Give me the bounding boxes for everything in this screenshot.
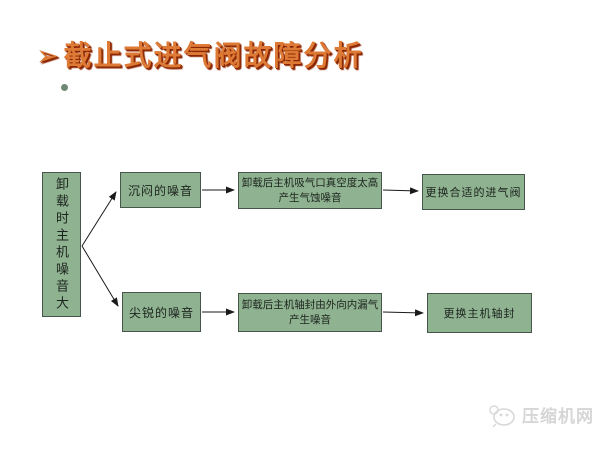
watermark: 压缩机网: [486, 402, 594, 427]
title-arrow-bullet: ➢: [36, 40, 62, 71]
flow-symptom2-label: 尖锐的噪音: [128, 305, 194, 320]
flow-cause1-label: 卸载后主机吸气口真空度太高产生气蚀噪音: [241, 177, 379, 204]
flow-solution2-label: 更换主机轴封: [443, 308, 516, 320]
flow-cause2-label: 卸载后主机轴封由外向内漏气产生噪音: [241, 299, 379, 326]
compressor-site-logo-icon: [489, 404, 515, 427]
flow-symptom1-label: 沉闷的噪音: [127, 183, 193, 198]
flow-symptom1-box: 沉闷的噪音: [120, 172, 201, 208]
flow-solution1-label: 更换合适的进气阀: [425, 187, 522, 199]
connector-cause1-to-solution1: [382, 187, 419, 195]
title-text: 截止式进气阀故障分析: [63, 40, 364, 71]
flow-root-box: 卸载时主机噪音大: [42, 172, 81, 317]
flow-solution1-box: 更换合适的进气阀: [422, 174, 525, 210]
connector-cause2-to-solution2: [382, 309, 424, 317]
bullet-dot: [61, 84, 68, 91]
flow-symptom2-box: 尖锐的噪音: [122, 292, 201, 332]
connector-root-to-symptom2: [81, 245, 119, 307]
flow-cause2-box: 卸载后主机轴封由外向内漏气产生噪音: [238, 293, 382, 332]
flow-solution2-box: 更换主机轴封: [427, 293, 532, 333]
flow-root-label: 卸载时主机噪音大: [54, 176, 69, 313]
watermark-text: 压缩机网: [522, 407, 594, 426]
connector-root-to-symptom1: [81, 191, 117, 247]
flow-cause1-box: 卸载后主机吸气口真空度太高产生气蚀噪音: [238, 172, 382, 209]
page-title: ➢截止式进气阀故障分析: [36, 34, 363, 74]
